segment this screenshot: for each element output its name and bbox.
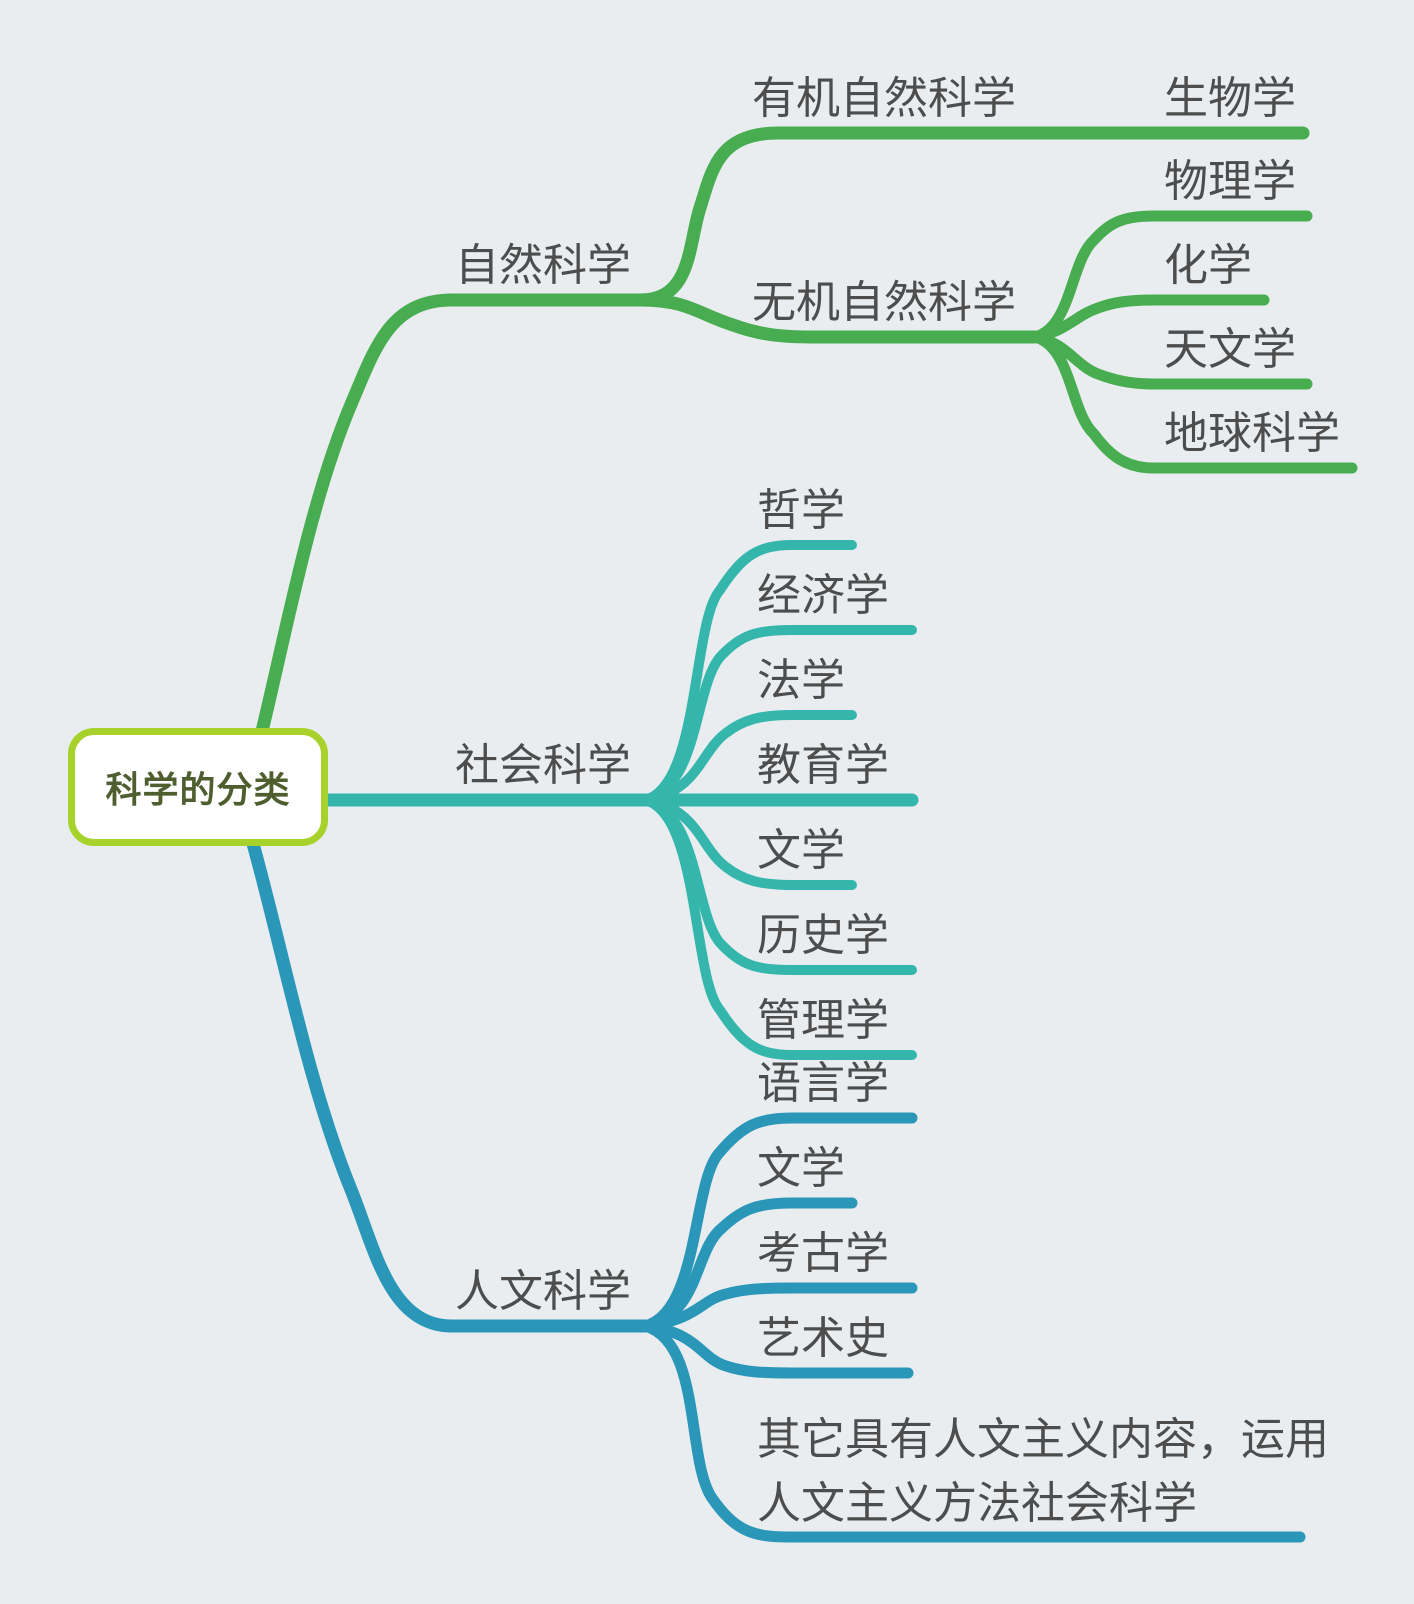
node-chemistry[interactable]: 化学 [1164,241,1252,290]
edge-inorganic-physics [1029,210,1313,343]
node-management[interactable]: 管理学 [757,996,889,1045]
node-linguistics[interactable]: 语言学 [757,1059,889,1108]
node-astronomy[interactable]: 天文学 [1164,325,1296,374]
edge-social-management [640,795,917,1060]
node-literature-humanities[interactable]: 文学 [757,1144,845,1193]
node-earth-science[interactable]: 地球科学 [1164,409,1340,458]
edge-social-law [640,710,857,805]
edge-root-natural [248,293,647,767]
edge-inorganic-chemistry [1029,294,1270,343]
root-node[interactable]: 科学的分类 [68,728,328,846]
edge-social-philosophy [640,540,857,805]
node-economics[interactable]: 经济学 [757,571,889,620]
edge-social-literature [640,795,857,890]
edge-humanities-archaeology [639,1282,918,1332]
node-history[interactable]: 历史学 [757,911,889,960]
node-physics[interactable]: 物理学 [1164,157,1296,206]
node-other-humanistic[interactable]: 其它具有人文主义内容，运用人文主义方法社会科学 [757,1415,1329,1528]
social-branch-lines [315,540,919,1060]
edge-humanities-art-history [639,1320,914,1379]
node-social-science[interactable]: 社会科学 [455,741,631,790]
node-biology[interactable]: 生物学 [1164,74,1296,123]
node-inorganic-natural-science[interactable]: 无机自然科学 [752,278,1016,327]
node-philosophy[interactable]: 哲学 [757,486,845,535]
edge-natural-organic [633,126,1310,307]
node-law[interactable]: 法学 [757,656,845,705]
natural-branch-lines [248,126,1358,767]
edge-social-economics [640,625,917,805]
edge-root-humanities [245,833,652,1333]
node-humanities[interactable]: 人文科学 [455,1267,631,1316]
node-archaeology[interactable]: 考古学 [757,1229,889,1278]
node-organic-natural-science[interactable]: 有机自然科学 [752,74,1016,123]
edge-inorganic-astronomy [1029,331,1313,390]
node-literature-social[interactable]: 文学 [757,826,845,875]
node-natural-science[interactable]: 自然科学 [455,241,631,290]
edge-humanities-other [639,1320,1306,1543]
humanities-branch-lines [245,833,1306,1543]
edge-natural-inorganic [633,293,1042,344]
edge-humanities-linguistics [639,1112,918,1332]
root-node-label: 科学的分类 [105,769,291,810]
edge-humanities-literature [639,1197,858,1332]
node-education[interactable]: 教育学 [757,741,889,790]
edge-inorganic-earth-science [1029,331,1358,474]
node-art-history[interactable]: 艺术史 [757,1314,889,1363]
